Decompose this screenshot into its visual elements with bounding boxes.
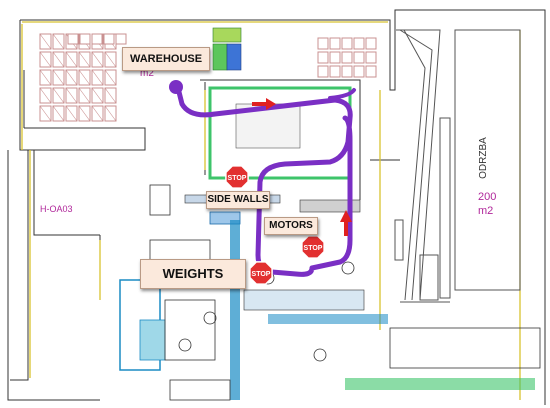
rack-cell [317, 65, 329, 78]
rack-cell-mark [52, 33, 65, 50]
rack-cell [365, 51, 377, 64]
warehouse-racks-right [317, 37, 377, 78]
rack-cell-mark [52, 51, 65, 68]
rack-cell [79, 33, 91, 45]
rack-cell-mark [65, 105, 78, 122]
stop-sign: STOP [225, 165, 249, 189]
rack-cell-mark [78, 51, 91, 68]
rack-cell [341, 51, 353, 64]
rack-cell-mark [78, 69, 91, 86]
machinery [119, 184, 541, 401]
rack-cell-mark [65, 87, 78, 104]
flow-arrow-up [340, 210, 352, 236]
rack-cell-mark [52, 87, 65, 104]
stop-sign-text: STOP [252, 271, 271, 278]
stop-sign-octagon [225, 165, 249, 189]
stop-sign-text: STOP [228, 175, 247, 182]
rack-cell-mark [65, 51, 78, 68]
equipment-circle [203, 311, 217, 325]
rack-cell-mark [39, 33, 52, 50]
rack-cell-mark [52, 105, 65, 122]
rack-cell-mark [91, 51, 104, 68]
rack-cell [353, 37, 365, 50]
rack-cell-mark [91, 69, 104, 86]
rack-cell [365, 37, 377, 50]
bin-block [212, 27, 242, 71]
rack-cell [353, 51, 365, 64]
rack-cell-mark [78, 87, 91, 104]
material-flow-route [175, 85, 353, 277]
equipment-circle [178, 338, 192, 352]
room-area-value: 200 [478, 191, 496, 203]
warehouse-area-label: m2 [140, 68, 154, 79]
stop-sign-octagon [301, 235, 325, 259]
stop-signs: STOP STOP STOP [225, 165, 325, 285]
stop-sign: STOP [249, 261, 273, 285]
callout-warehouse: WAREHOUSE [122, 47, 210, 71]
rack-cell [115, 33, 127, 45]
rack-cell-mark [52, 69, 65, 86]
route-start-marker [169, 80, 183, 94]
rack-cell [329, 51, 341, 64]
callout-motors: MOTORS [264, 217, 318, 235]
warehouse-racks-top [67, 33, 127, 45]
rack-cell-mark [104, 105, 117, 122]
rack-cell [67, 33, 79, 45]
rack-cell-mark [104, 51, 117, 68]
rack-cell [341, 65, 353, 78]
rack-cell [353, 65, 365, 78]
rack-cell [329, 65, 341, 78]
rack-cell-mark [78, 105, 91, 122]
rack-cell-mark [104, 69, 117, 86]
rack-cell [341, 37, 353, 50]
rack-cell-mark [91, 105, 104, 122]
building-outline [7, 9, 546, 405]
rack-cell-mark [39, 105, 52, 122]
callout-weights: WEIGHTS [140, 259, 246, 289]
rack-cell [317, 37, 329, 50]
rack-cell-mark [104, 87, 117, 104]
callout-side-walls: SIDE WALLS [206, 191, 270, 209]
stop-sign-text: STOP [304, 245, 323, 252]
rack-cell-mark [91, 87, 104, 104]
stop-sign: STOP [301, 235, 325, 259]
rack-cell [329, 37, 341, 50]
rack-cell-mark [39, 51, 52, 68]
room-area-unit: m2 [478, 205, 493, 217]
equipment-circle [341, 261, 355, 275]
stop-sign-octagon [249, 261, 273, 285]
rack-cell-mark [65, 69, 78, 86]
flow-arrow-right [252, 98, 276, 110]
rack-cell-mark [39, 69, 52, 86]
rack-cell-mark [39, 87, 52, 104]
rack-cell [317, 51, 329, 64]
rack-cell [91, 33, 103, 45]
area-code-label: H-OA03 [40, 204, 73, 214]
work-cell [235, 103, 301, 149]
equipment-circle [313, 348, 327, 362]
room-odrzba [394, 29, 521, 303]
warehouse-racks-left [39, 33, 117, 122]
room-name-label: ODRZBA [478, 137, 489, 179]
material-flow-branch [328, 88, 356, 100]
rack-cell [103, 33, 115, 45]
rack-cell [365, 65, 377, 78]
